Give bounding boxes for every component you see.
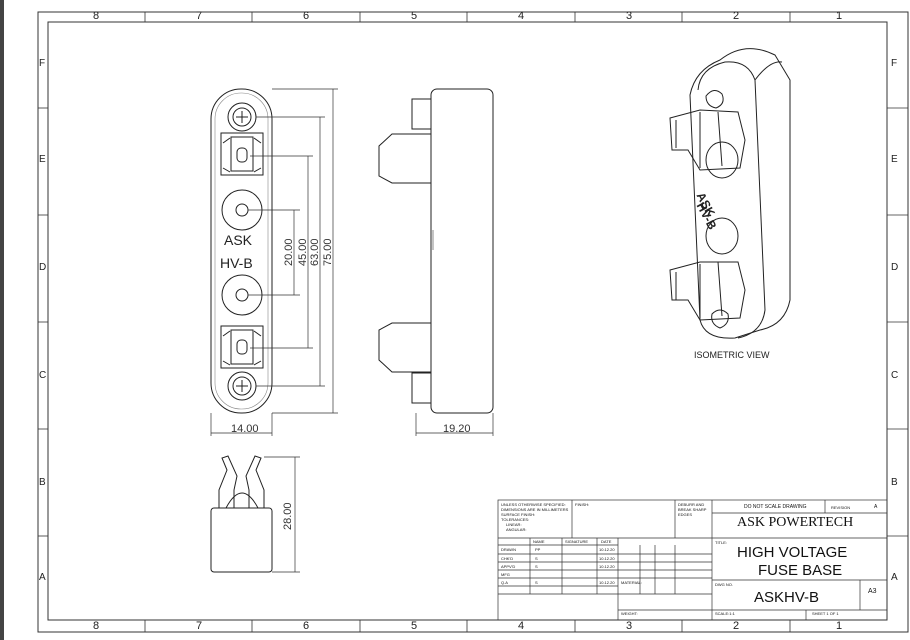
row-drawn-name: PP — [535, 547, 541, 552]
zone-row-a-right: A — [891, 572, 898, 583]
window-edge — [0, 0, 4, 640]
zone-col-4: 4 — [518, 10, 525, 22]
row-chkd-role: CHK'D — [501, 556, 514, 561]
zone-row-c: C — [39, 370, 47, 381]
row-qa-name: S — [535, 580, 538, 585]
zone-col-3-bottom: 3 — [626, 620, 633, 632]
title-line-2: FUSE BASE — [758, 562, 843, 579]
dim-pitch-20: 20.00 — [283, 238, 295, 266]
unless-line-1: UNLESS OTHERWISE SPECIFIED: — [501, 502, 566, 507]
dim-width-side: 19.20 — [443, 423, 471, 435]
finish-label: FINISH: — [575, 502, 590, 507]
dim-pitch-63: 63.00 — [309, 238, 321, 266]
row-chkd-date: 10.12.20 — [599, 556, 615, 561]
zone-col-7: 7 — [196, 10, 203, 22]
front-mark-ask: ASK — [224, 232, 253, 248]
side-dimensions — [415, 413, 494, 436]
dim-pitch-45: 45.00 — [297, 238, 309, 266]
title-line-1: HIGH VOLTAGE — [737, 544, 848, 561]
zone-col-6: 6 — [303, 10, 310, 22]
title-label: TITLE: — [715, 540, 728, 545]
zone-row-f-right: F — [891, 58, 898, 69]
do-not-scale: DO NOT SCALE DRAWING — [744, 504, 807, 510]
dwg-no-value: ASKHV-B — [754, 589, 820, 606]
zone-row-c-right: C — [891, 370, 899, 381]
bottom-dimensions — [264, 456, 300, 573]
zone-col-1: 1 — [836, 10, 843, 22]
weight-label: WEIGHT: — [621, 611, 638, 616]
inner-border — [47, 21, 888, 621]
zone-row-e: E — [39, 154, 46, 165]
zone-row-d: D — [39, 262, 47, 273]
zone-col-8: 8 — [93, 10, 100, 22]
dim-length-75: 75.00 — [322, 238, 334, 266]
sheet-count: SHEET 1 OF 1 — [812, 611, 839, 616]
dim-width-front: 14.00 — [231, 423, 259, 435]
row-qa-date: 10.12.20 — [599, 580, 615, 585]
zone-col-6-bottom: 6 — [303, 620, 310, 632]
zone-col-7-bottom: 7 — [196, 620, 203, 632]
unless-line-4: TOLERANCES: — [501, 517, 530, 522]
dim-height-bottom: 28.00 — [282, 502, 294, 530]
zone-col-5-bottom: 5 — [411, 620, 418, 632]
zone-row-b: B — [39, 477, 46, 488]
zone-col-2: 2 — [733, 10, 740, 22]
zone-col-8-bottom: 8 — [93, 620, 100, 632]
zone-col-4-bottom: 4 — [518, 620, 525, 632]
dwg-no-label: DWG NO. — [715, 582, 733, 587]
revision-label: REVISION — [831, 505, 851, 510]
front-mark-hvb: HV-B — [220, 255, 253, 271]
row-mfg-role: MFG — [501, 572, 510, 577]
bottom-view — [210, 455, 273, 573]
unless-line-3: SURFACE FINISH: — [501, 512, 536, 517]
deburr-line-3: EDGES — [678, 512, 693, 517]
row-appvd-role: APPV'D — [501, 564, 516, 569]
zone-row-f: F — [39, 58, 46, 69]
row-qa-role: Q.A — [501, 580, 508, 585]
material-label: MATERIAL: — [621, 580, 642, 585]
row-drawn-role: DRAWN — [501, 547, 516, 552]
zone-row-a: A — [39, 572, 46, 583]
zone-col-1-bottom: 1 — [836, 620, 843, 632]
row-chkd-name: S — [535, 556, 538, 561]
zone-ticks — [38, 12, 908, 632]
revision-value: A — [874, 504, 878, 510]
deburr-line-2: BREAK SHARP — [678, 507, 707, 512]
row-appvd-name: S — [535, 564, 538, 569]
zone-col-5: 5 — [411, 10, 418, 22]
unless-line-6: ANGULAR: — [506, 527, 527, 532]
zone-row-b-right: B — [891, 477, 898, 488]
unless-line-2: DIMENSIONS ARE IN MILLIMETERS — [501, 507, 569, 512]
side-view — [378, 88, 494, 414]
zone-row-e-right: E — [891, 154, 898, 165]
deburr-line-1: DEBURR AND — [678, 502, 705, 507]
zone-col-3: 3 — [626, 10, 633, 22]
isometric-view — [669, 48, 791, 339]
zone-col-2-bottom: 2 — [733, 620, 740, 632]
col-name: NAME — [533, 539, 545, 544]
row-appvd-date: 10.12.20 — [599, 564, 615, 569]
col-date: DATE — [601, 539, 612, 544]
unless-line-5: LINEAR: — [506, 522, 522, 527]
company-name: ASK POWERTECH — [737, 515, 854, 530]
sheet-size: A3 — [868, 588, 877, 595]
zone-row-d-right: D — [891, 262, 899, 273]
front-view — [210, 88, 273, 414]
col-signature: SIGNATURE — [565, 539, 589, 544]
front-dimensions — [210, 88, 338, 436]
row-drawn-date: 10.12.20 — [599, 547, 615, 552]
isometric-view-label: ISOMETRIC VIEW — [694, 350, 770, 360]
scale-label: SCALE:1:1 — [715, 611, 735, 616]
